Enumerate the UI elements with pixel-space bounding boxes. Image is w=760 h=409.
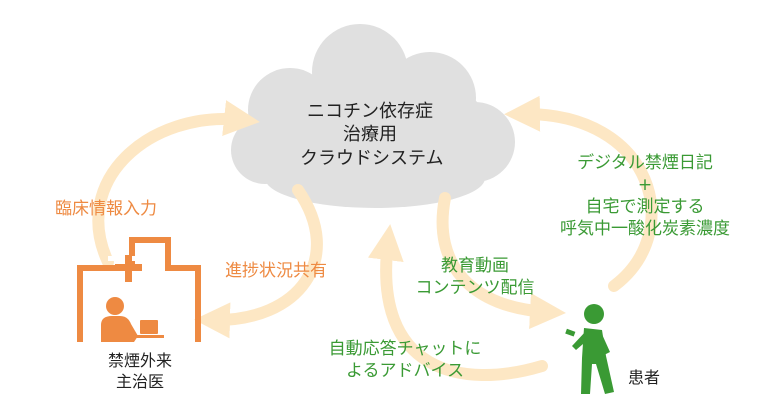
cloud-shape <box>231 24 515 208</box>
arrow-education-content <box>436 192 566 330</box>
arrow-clinical-input <box>92 100 260 268</box>
patient-label: 患者 <box>628 368 661 387</box>
education-content-label: 教育動画 コンテンツ配信 <box>405 255 545 299</box>
chat-advice-line1: 自動応答チャットに <box>328 339 482 359</box>
arrow-chat-advice <box>367 224 548 382</box>
hospital-doctor-line2: 主治医 <box>115 371 164 391</box>
walking-person-phone-icon <box>565 304 614 394</box>
clinical-input-label: 臨床情報入力 <box>55 199 157 219</box>
smoking-diary-label: デジタル禁煙日記 + 自宅で測定する 呼気中一酸化炭素濃度 <box>550 152 740 240</box>
education-content-line2: コンテンツ配信 <box>415 278 535 299</box>
smoking-diary-line4: 呼気中一酸化炭素濃度 <box>560 219 730 240</box>
smoking-diary-line3: 自宅で測定する <box>585 197 705 218</box>
cloud-title-line3: クラウドシステム <box>300 147 444 169</box>
chat-advice-label: 自動応答チャットに よるアドバイス <box>320 338 490 382</box>
education-content-line1: 教育動画 <box>441 256 509 276</box>
smoking-diary-line1: デジタル禁煙日記 <box>577 153 713 173</box>
cloud-title-line1: ニコチン依存症 <box>307 101 433 122</box>
hospital-doctor-line1: 禁煙外来 <box>107 351 172 370</box>
cloud-title-line2: 治療用 <box>343 124 397 146</box>
cloud-title: ニコチン依存症 治療用 クラウドシステム <box>300 100 444 170</box>
hospital-doctor-label: 禁煙外来 主治医 <box>80 351 200 393</box>
arrow-progress-share <box>194 184 323 339</box>
hospital-doctor-icon <box>77 237 201 342</box>
chat-advice-line2: よるアドバイス <box>346 361 464 382</box>
smoking-diary-line2: + <box>637 175 653 196</box>
arrow-diary-upload <box>504 95 658 292</box>
progress-share-label: 進捗状況共有 <box>225 261 327 281</box>
